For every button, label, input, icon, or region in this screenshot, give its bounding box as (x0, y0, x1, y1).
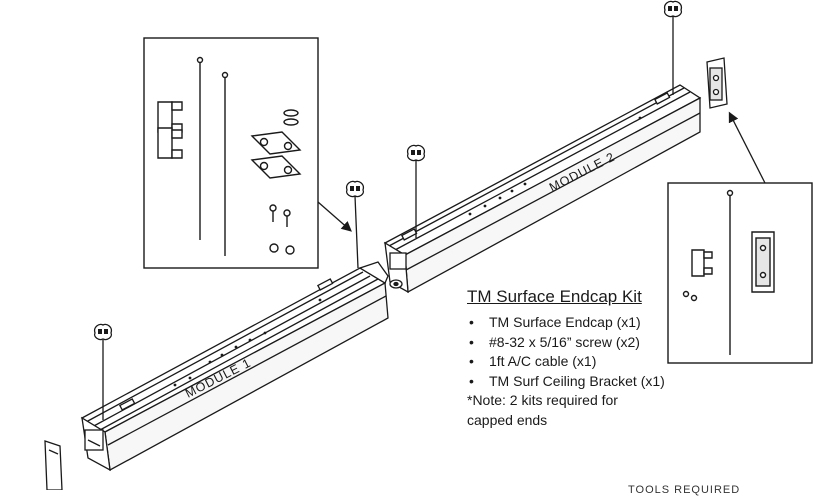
bullet-icon: • (469, 333, 474, 350)
kit-item-text: TM Surf Ceiling Bracket (x1) (489, 372, 665, 389)
kit-item-text: TM Surface Endcap (x1) (489, 314, 641, 330)
kit-item: • #8-32 x 5/16” screw (x2) (467, 333, 767, 353)
bullet-icon: • (469, 372, 474, 389)
module-2 (383, 84, 702, 294)
kit-detail-box-right (667, 182, 813, 364)
bracket-module-1 (93, 323, 113, 420)
kit-note: *Note: 2 kits required for capped ends (467, 392, 618, 428)
module-1-holes (173, 298, 322, 387)
bracket-module-2-left (406, 144, 426, 238)
endcap-left (44, 440, 63, 490)
kit-item-text: 1ft A/C cable (x1) (489, 353, 597, 369)
bracket-module-1-right (345, 180, 365, 269)
kit-title: TM Surface Endcap Kit (467, 287, 642, 306)
arrow-right-box (728, 111, 766, 184)
footer-cut-text: TOOLS REQUIRED (628, 484, 741, 496)
bullet-icon: • (469, 314, 474, 330)
kit-detail-box-left (143, 37, 319, 269)
kit-item: • 1ft A/C cable (x1) (467, 352, 767, 372)
arrow-left-box (317, 201, 352, 232)
kit-item: • TM Surface Endcap (x1) (467, 313, 767, 333)
bracket-module-2-right (663, 0, 683, 95)
endcap-right (706, 57, 728, 109)
module-1 (80, 261, 389, 472)
bullet-icon: • (469, 353, 474, 369)
module-2-holes (468, 116, 642, 216)
kit-item-text: #8-32 x 5/16” screw (x2) (489, 333, 640, 350)
kit-item-list: • TM Surface Endcap (x1) • #8-32 x 5/16” s… (467, 313, 767, 391)
kit-contents: TM Surface Endcap Kit • TM Surface Endcap… (467, 287, 767, 430)
kit-item: • TM Surf Ceiling Bracket (x1) (467, 372, 767, 392)
